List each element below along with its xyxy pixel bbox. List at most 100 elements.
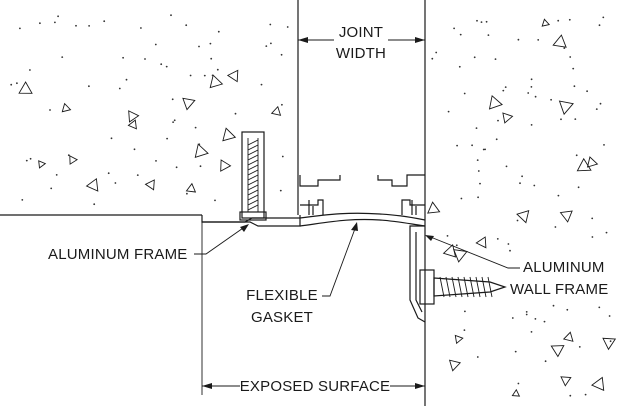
aggregate-speck <box>61 56 64 58</box>
concrete-slab-left <box>0 0 299 216</box>
aggregate-speck <box>114 182 117 184</box>
aggregate-stone <box>128 110 140 123</box>
aggregate-stone <box>511 388 521 397</box>
aggregate-speck <box>497 119 499 122</box>
aggregate-speck <box>165 65 168 68</box>
aggregate-speck <box>155 160 157 162</box>
aggregate-stone <box>550 345 565 358</box>
aggregate-speck <box>453 27 455 30</box>
exposed-surface-label: EXPOSED SURFACE <box>240 378 391 395</box>
aggregate-speck <box>530 78 533 81</box>
aggregate-speck <box>569 56 572 58</box>
screw-thread <box>469 276 475 298</box>
aggregate-speck <box>107 172 110 175</box>
aggregate-speck <box>525 311 528 313</box>
aluminum-frame-label: ALUMINUM FRAME <box>48 246 187 263</box>
aggregate-speck <box>140 27 142 29</box>
bolt-thread-hatch <box>247 139 259 146</box>
aggregate-speck <box>591 236 594 238</box>
aggregate-speck <box>214 199 216 202</box>
aggregate-speck <box>447 110 450 113</box>
bolt-thread-hatch <box>247 154 259 161</box>
aggregate-speck <box>55 174 58 176</box>
aggregate-stone <box>576 157 592 172</box>
aggregate-stone <box>591 376 605 392</box>
aggregate-speck <box>485 20 488 23</box>
concrete-slab-right <box>424 0 617 406</box>
aggregate-speck <box>431 57 434 60</box>
aggregate-stone <box>586 156 599 168</box>
aggregate-speck <box>281 155 284 158</box>
aggregate-speck <box>475 127 478 129</box>
aggregate-stone <box>602 337 617 351</box>
aggregate-speck <box>211 74 214 77</box>
aggregate-speck <box>125 78 128 81</box>
aluminum-wall-frame-label-line1: ALUMINUM <box>523 259 605 276</box>
aggregate-speck <box>572 67 575 70</box>
aggregate-speck <box>602 16 605 19</box>
aggregate-stone <box>541 18 551 27</box>
aluminum-frame-profile <box>201 174 425 227</box>
aggregate-speck <box>568 18 571 21</box>
aggregate-speck <box>584 393 587 396</box>
aggregate-speck <box>566 308 569 311</box>
bolt-thread-hatch <box>247 189 259 196</box>
aggregate-speck <box>19 27 21 30</box>
aggregate-stone <box>85 177 99 192</box>
aggregate-speck <box>458 65 461 68</box>
aggregate-speck <box>517 38 520 41</box>
aggregate-speck <box>557 194 560 197</box>
aggregate-speck <box>103 20 106 23</box>
aggregate-speck <box>598 24 601 27</box>
aluminum-frame-callout: ALUMINUM FRAME <box>48 224 249 263</box>
aluminum-wall-frame-callout: ALUMINUM WALL FRAME <box>425 235 608 298</box>
aggregate-speck <box>154 43 157 46</box>
aggregate-stone <box>560 376 572 387</box>
aggregate-stone <box>558 100 574 116</box>
aggregate-speck <box>554 226 557 228</box>
aggregate-speck <box>495 138 498 141</box>
aggregate-stone <box>552 34 567 48</box>
aggregate-speck <box>460 197 463 200</box>
flexible-gasket-label-line1: FLEXIBLE <box>246 287 318 304</box>
aggregate-speck <box>477 196 479 199</box>
screw-thread <box>457 276 463 298</box>
aggregate-speck <box>144 58 146 60</box>
aggregate-speck <box>463 329 466 331</box>
aggregate-speck <box>199 165 202 168</box>
aggregate-stone <box>69 155 79 165</box>
bolt-thread-hatch <box>247 144 259 151</box>
aggregate-speck <box>504 86 507 88</box>
aggregate-speck <box>480 21 483 23</box>
aggregate-speck <box>280 53 283 56</box>
aggregate-speck <box>605 231 608 234</box>
aggregate-stone <box>270 105 282 116</box>
screw-thread <box>439 276 445 298</box>
aggregate-speck <box>471 144 473 147</box>
aggregate-speck <box>494 58 497 60</box>
aggregate-speck <box>49 109 51 111</box>
aggregate-speck <box>210 57 213 60</box>
aggregate-speck <box>479 182 481 185</box>
aggregate-stone <box>194 143 209 158</box>
aggregate-speck <box>484 148 486 151</box>
aggregate-stone <box>144 179 155 191</box>
aggregate-speck <box>189 74 192 77</box>
aggregate-speck <box>194 126 197 129</box>
aggregate-speck <box>93 203 96 206</box>
bolt-thread-hatch <box>247 184 259 191</box>
aggregate-speck <box>160 63 163 66</box>
aggregate-speck <box>487 34 490 36</box>
aggregate-stone <box>38 160 47 169</box>
aggregate-speck <box>507 243 510 245</box>
bolt-thread-hatch <box>247 174 259 181</box>
aggregate-speck <box>533 184 536 187</box>
aggregate-speck <box>509 249 511 252</box>
aggregate-stone <box>61 102 72 113</box>
aggregate-speck <box>595 108 598 110</box>
aggregate-speck <box>608 315 611 317</box>
aggregate-speck <box>502 89 505 92</box>
aggregate-speck <box>598 306 601 309</box>
screw-thread <box>481 276 487 298</box>
